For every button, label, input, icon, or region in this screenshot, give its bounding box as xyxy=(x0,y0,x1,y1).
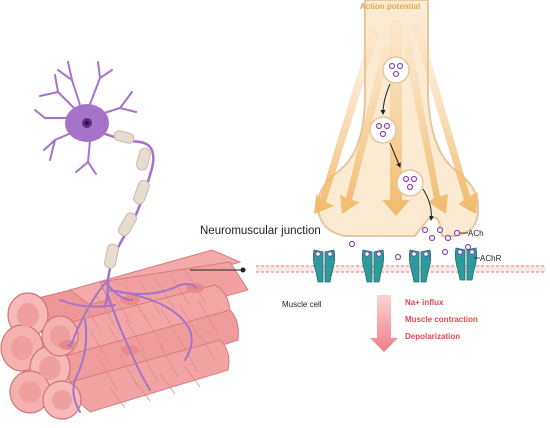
ach-receptors xyxy=(312,247,478,283)
muscle-membrane xyxy=(256,265,546,273)
vesicle-path-arrows xyxy=(380,83,435,221)
action-potential-label: Action potential xyxy=(359,2,421,11)
effect-arrow xyxy=(370,295,398,352)
muscle-cell-label: Muscle cell xyxy=(282,300,322,309)
ach-label: ACh xyxy=(468,229,484,238)
effect-na-influx: Na+ influx xyxy=(405,298,444,307)
myelin-sheath xyxy=(104,130,152,269)
motor-neuron xyxy=(34,61,197,413)
muscle-fiber-bundle xyxy=(0,249,249,420)
ach-molecules xyxy=(348,226,472,261)
effect-muscle-contraction: Muscle contraction xyxy=(405,315,478,324)
zoom-pointer xyxy=(190,267,246,273)
action-potential-arrows xyxy=(314,20,478,216)
synaptic-vesicles xyxy=(369,56,424,197)
effect-depolarization: Depolarization xyxy=(405,332,461,341)
diagram-title: Neuromuscular junction xyxy=(200,225,321,237)
achr-label: AChR xyxy=(480,254,502,263)
